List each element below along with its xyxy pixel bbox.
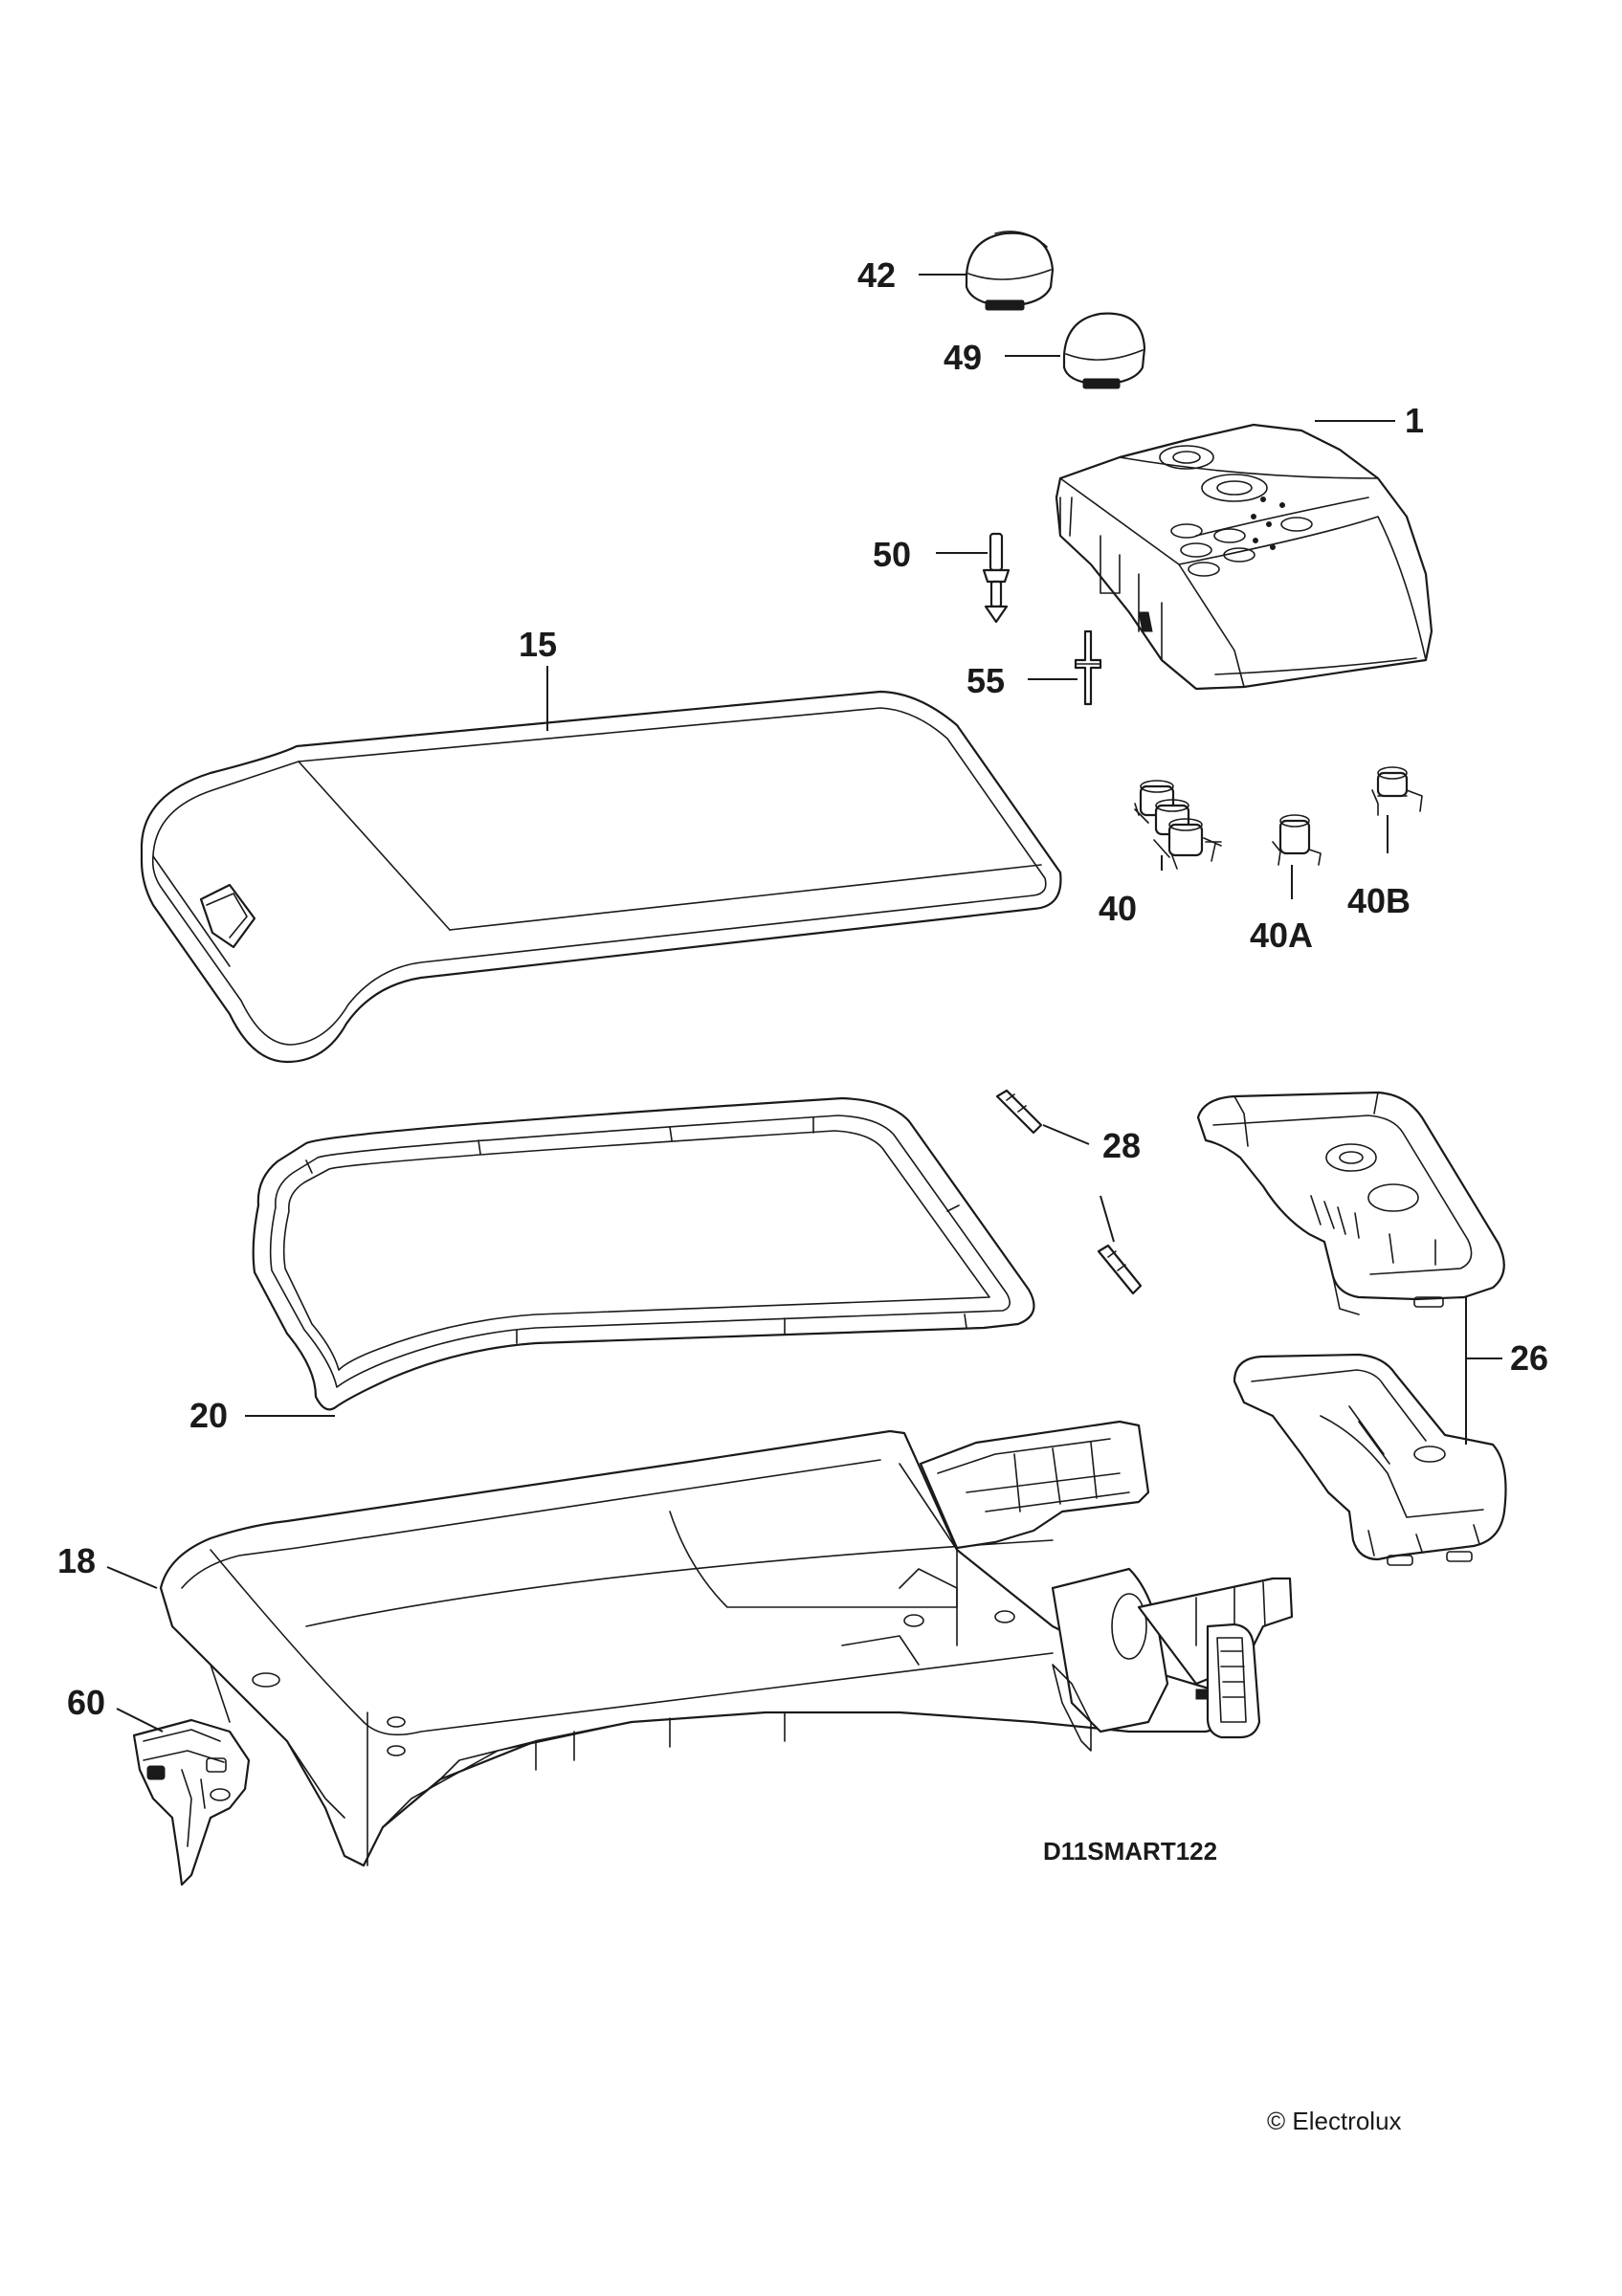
- label-1: 1: [1405, 401, 1424, 440]
- label-40a: 40A: [1250, 916, 1313, 955]
- part-60-latch: [132, 1718, 251, 1887]
- leader-28: [1042, 1124, 1115, 1243]
- part-15-top-lid: [140, 690, 1062, 1064]
- label-60: 60: [67, 1683, 105, 1722]
- part-28-pin-upper: [995, 1089, 1043, 1135]
- drawing-code: D11SMART122: [1043, 1837, 1217, 1866]
- part-18-lid-frame: [159, 1420, 1294, 1867]
- copyright-notice: © Electrolux: [1267, 2107, 1402, 2135]
- part-49-knob: [1062, 312, 1146, 389]
- callout-labels: 42 49 1 50 15 55 40 40A 40B 28 26 20 18 …: [57, 255, 1548, 1722]
- label-42: 42: [857, 255, 896, 295]
- part-40a-button: [1272, 814, 1322, 866]
- label-40b: 40B: [1347, 881, 1411, 920]
- leader-18: [106, 1566, 158, 1589]
- label-15: 15: [519, 625, 557, 664]
- part-20-gasket: [252, 1096, 1035, 1411]
- part-50-pin: [982, 532, 1011, 624]
- part-40-button-set: [1134, 780, 1222, 870]
- leader-60: [116, 1708, 164, 1733]
- part-26-hinge-lower: [1233, 1353, 1507, 1566]
- label-50: 50: [873, 535, 911, 574]
- label-18: 18: [57, 1541, 96, 1580]
- label-40: 40: [1099, 889, 1137, 928]
- label-26: 26: [1510, 1338, 1548, 1378]
- part-26-hinge-upper: [1196, 1091, 1505, 1315]
- part-55-clip: [1074, 629, 1102, 706]
- part-42-knob: [965, 231, 1055, 311]
- part-40b-button: [1371, 766, 1423, 816]
- label-20: 20: [189, 1396, 228, 1435]
- part-28-pin-lower: [1097, 1244, 1143, 1295]
- label-49: 49: [944, 338, 982, 377]
- leader-lines: [106, 274, 1502, 1733]
- leader-26: [1465, 1297, 1502, 1445]
- label-55: 55: [967, 661, 1005, 700]
- part-1-control-panel: [1055, 423, 1433, 691]
- label-28: 28: [1102, 1126, 1141, 1165]
